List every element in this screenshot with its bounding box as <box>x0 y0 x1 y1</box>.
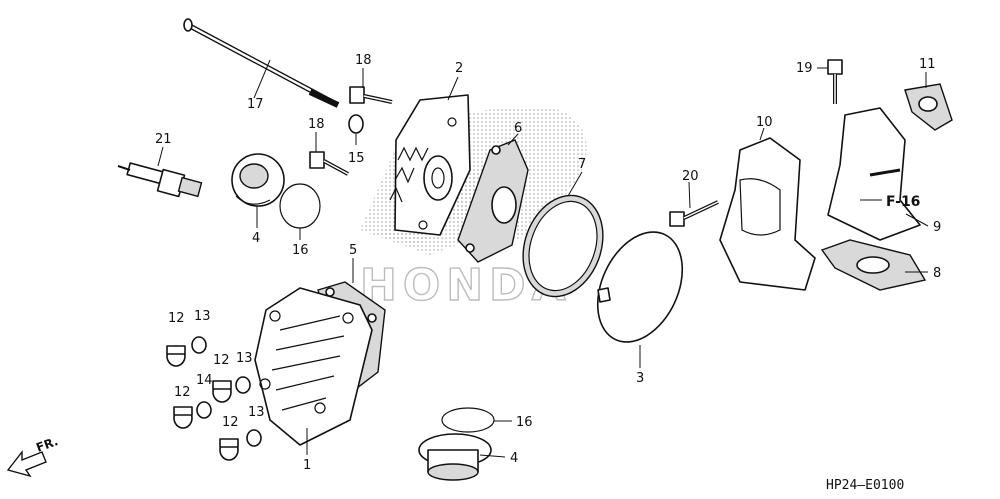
part-9-intake-pipe[interactable] <box>827 107 921 241</box>
part-12-nut-c[interactable] <box>173 406 193 429</box>
label-8: 8 <box>933 266 941 281</box>
part-8-gasket[interactable] <box>820 239 927 291</box>
part-17-stud-bolt[interactable] <box>183 18 340 108</box>
label-1: 1 <box>303 458 311 473</box>
label-4a: 4 <box>252 231 260 246</box>
label-16a: 16 <box>292 243 309 258</box>
part-2-side-cover[interactable] <box>389 94 471 236</box>
part-10-intake-duct[interactable] <box>719 137 816 291</box>
part-1-head-cover[interactable] <box>254 287 373 446</box>
part-6-gasket[interactable] <box>457 139 529 263</box>
part-13-washer-c[interactable] <box>246 429 262 447</box>
label-12b: 12 <box>213 353 230 368</box>
label-18a: 18 <box>355 53 372 68</box>
label-13a: 13 <box>194 309 211 324</box>
label-13b: 13 <box>236 351 253 366</box>
part-16-o-ring-upper[interactable] <box>279 183 321 229</box>
part-4-plug-cap-lower[interactable] <box>418 433 492 481</box>
part-12-nut-b[interactable] <box>212 380 232 403</box>
part-11-gasket[interactable] <box>904 83 953 131</box>
leader-lines <box>157 59 929 458</box>
label-2: 2 <box>455 61 463 76</box>
label-20: 20 <box>682 169 699 184</box>
part-18-bolt-lower[interactable] <box>309 151 349 176</box>
label-12a: 12 <box>168 311 185 326</box>
label-16b: 16 <box>516 415 533 430</box>
label-21: 21 <box>155 132 172 147</box>
part-labels: 17 21 18 18 15 4 16 2 6 7 5 3 1 4 16 12 … <box>155 53 941 473</box>
part-12-nut-d[interactable] <box>219 438 239 461</box>
diagram-code: HP24–E0100 <box>826 478 904 493</box>
part-3-round-cover[interactable] <box>581 218 699 355</box>
label-12c: 12 <box>174 385 191 400</box>
part-13-washer-b[interactable] <box>235 376 251 394</box>
front-direction-arrow: FR. <box>6 434 60 478</box>
part-14-washer[interactable] <box>196 401 212 419</box>
direction-label: FR. <box>34 434 60 455</box>
part-4-plug-cap-upper[interactable] <box>231 153 285 207</box>
part-7-gasket-ring[interactable] <box>510 184 617 308</box>
label-19: 19 <box>796 61 813 76</box>
label-12d: 12 <box>222 415 239 430</box>
label-17: 17 <box>247 97 264 112</box>
label-7: 7 <box>578 157 586 172</box>
part-20-bolt[interactable] <box>669 200 719 227</box>
part-12-nut-a[interactable] <box>166 345 186 367</box>
label-15: 15 <box>348 151 365 166</box>
part-15-washer[interactable] <box>348 114 364 134</box>
label-5: 5 <box>349 243 357 258</box>
label-4b: 4 <box>510 451 518 466</box>
part-19-bolt[interactable] <box>827 59 843 104</box>
part-18-bolt-upper[interactable] <box>349 86 393 104</box>
label-10: 10 <box>756 115 773 130</box>
part-16-o-ring-lower[interactable] <box>441 407 495 433</box>
label-3: 3 <box>636 371 644 386</box>
label-18b: 18 <box>308 117 325 132</box>
label-13c: 13 <box>248 405 265 420</box>
part-21-spark-plug[interactable] <box>117 162 203 198</box>
label-11: 11 <box>919 57 936 72</box>
label-9: 9 <box>933 220 941 235</box>
part-13-washer-a[interactable] <box>191 336 207 354</box>
reference-f16[interactable]: F-16 <box>886 194 920 210</box>
label-6: 6 <box>514 121 522 136</box>
label-14: 14 <box>196 373 213 388</box>
